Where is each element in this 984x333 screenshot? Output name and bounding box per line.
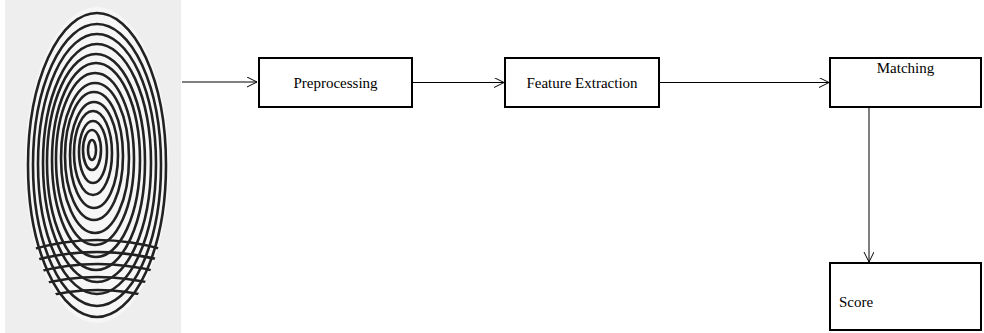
process-box: Preprocessing (258, 57, 413, 108)
box-label: Score (839, 293, 873, 311)
image-ground (5, 0, 181, 333)
box-label: Matching (877, 59, 935, 77)
flow-arrow (413, 82, 504, 83)
box-label: Feature Extraction (526, 74, 637, 92)
fingerprint-ridges (28, 13, 168, 317)
flow-arrow (869, 108, 870, 262)
process-box: Feature Extraction (504, 57, 660, 108)
process-box: Score (829, 262, 982, 331)
box-label: Preprocessing (293, 74, 377, 92)
input-arrow (182, 82, 257, 83)
flow-arrow (660, 82, 829, 83)
process-box: Matching (829, 57, 982, 108)
